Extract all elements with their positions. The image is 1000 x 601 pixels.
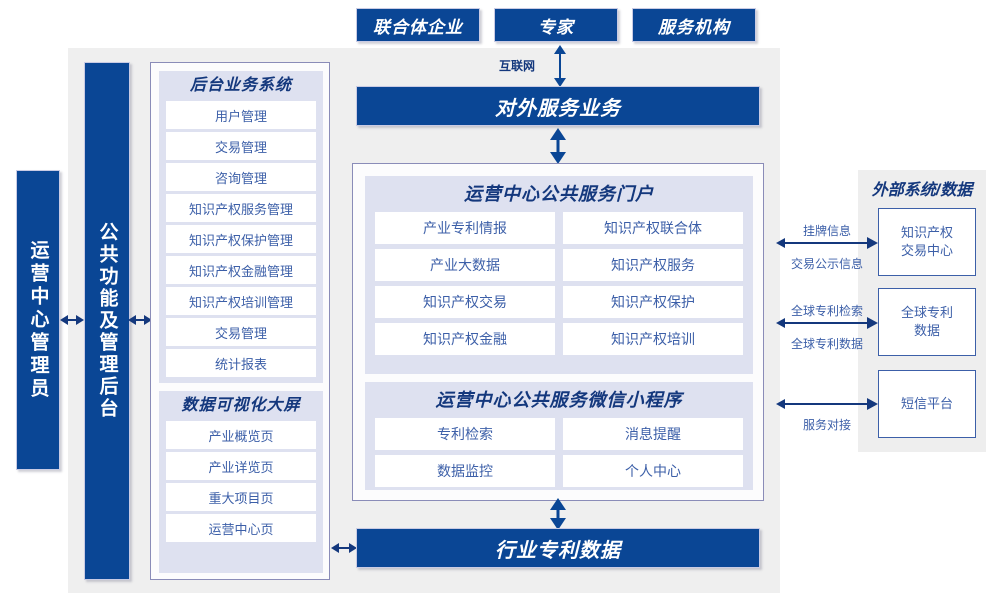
operator-admin-label: 运营中心管理员 [27,239,49,401]
internet-label: 互联网 [498,59,535,73]
list-item[interactable]: 知识产权培训管理 [166,287,316,315]
backoffice-item-list: 用户管理 交易管理 咨询管理 知识产权服务管理 知识产权保护管理 知识产权金融管… [159,101,323,384]
bigscreen-item-list: 产业概览页 产业详览页 重大项目页 运营中心页 [159,421,323,549]
common-function-admin-bar[interactable]: 公共功能及管理后台 [84,62,130,580]
grid-item[interactable]: 知识产权保护 [563,286,743,318]
common-function-label: 公共功能及管理后台 [96,222,118,420]
list-item[interactable]: 知识产权金融管理 [166,256,316,284]
portal-item-grid: 产业专利情报 知识产权联合体 产业大数据 知识产权服务 知识产权交易 知识产权保… [365,212,753,365]
group-title: 运营中心公共服务门户 [464,184,654,204]
group-title: 后台业务系统 [189,77,292,94]
grid-item[interactable]: 产业大数据 [375,249,555,281]
list-item[interactable]: 统计报表 [166,349,316,377]
miniapp-item-grid: 专利检索 消息提醒 数据监控 个人中心 [365,418,753,497]
external-link-arrow-2 [776,317,878,329]
external-card-ip-exchange-center[interactable]: 知识产权 交易中心 [878,208,976,276]
common-to-backoffice-arrow [128,315,152,325]
actor-box-expert[interactable]: 专家 [494,8,618,42]
list-item[interactable]: 运营中心页 [166,514,316,542]
external-service-label: 对外服务业务 [495,97,621,120]
grid-item[interactable]: 知识产权服务 [563,249,743,281]
external-card-label: 知识产权 交易中心 [900,225,953,258]
portal-to-industry-data-arrow [550,498,566,530]
list-item[interactable]: 重大项目页 [166,483,316,511]
external-link-label-above: 挂牌信息 [802,224,851,238]
list-item[interactable]: 交易管理 [166,318,316,346]
external-card-sms-platform[interactable]: 短信平台 [878,370,976,438]
external-link-label-below: 交易公示信息 [790,257,863,271]
operator-admin-bar[interactable]: 运营中心管理员 [16,170,60,470]
industry-patent-data-bar[interactable]: 行业专利数据 [356,528,760,568]
industry-data-label: 行业专利数据 [495,539,621,562]
external-systems-title: 外部系统/数据 [871,182,973,199]
actor-label: 联合体企业 [373,17,463,37]
group-title: 运营中心公共服务微信小程序 [435,390,683,410]
list-item[interactable]: 知识产权保护管理 [166,225,316,253]
grid-item[interactable]: 数据监控 [375,455,555,487]
group-data-visualization-screen: 数据可视化大屏 产业概览页 产业详览页 重大项目页 运营中心页 [159,391,323,573]
group-title: 数据可视化大屏 [181,397,301,414]
external-link-label-above: 全球专利检索 [790,304,863,318]
actor-label: 专家 [538,17,574,37]
group-public-service-portal: 运营中心公共服务门户 产业专利情报 知识产权联合体 产业大数据 知识产权服务 知… [365,176,753,374]
list-item[interactable]: 知识产权服务管理 [166,194,316,222]
services-panel: 运营中心公共服务门户 产业专利情报 知识产权联合体 产业大数据 知识产权服务 知… [352,163,764,501]
external-link-label-below: 全球专利数据 [790,337,863,351]
list-item[interactable]: 产业概览页 [166,421,316,449]
external-card-global-patent-data[interactable]: 全球专利 数据 [878,288,976,356]
actor-label: 服务机构 [658,17,730,37]
backoffice-panel: 后台业务系统 用户管理 交易管理 咨询管理 知识产权服务管理 知识产权保护管理 … [150,62,330,580]
grid-item[interactable]: 知识产权金融 [375,323,555,355]
group-backoffice-business-system: 后台业务系统 用户管理 交易管理 咨询管理 知识产权服务管理 知识产权保护管理 … [159,71,323,383]
external-link-arrow-3 [776,398,878,410]
list-item[interactable]: 产业详览页 [166,452,316,480]
list-item[interactable]: 咨询管理 [166,163,316,191]
group-wechat-miniprogram: 运营中心公共服务微信小程序 专利检索 消息提醒 数据监控 个人中心 [365,382,753,490]
grid-item[interactable]: 知识产权交易 [375,286,555,318]
grid-item[interactable]: 知识产权联合体 [563,212,743,244]
external-service-business-bar[interactable]: 对外服务业务 [356,86,760,126]
grid-item[interactable]: 消息提醒 [563,418,743,450]
external-card-label: 全球专利 数据 [900,305,953,338]
list-item[interactable]: 交易管理 [166,132,316,160]
external-card-label: 短信平台 [900,396,953,411]
actor-box-alliance-enterprise[interactable]: 联合体企业 [356,8,480,42]
external-link-arrow-1 [776,237,878,249]
grid-item[interactable]: 个人中心 [563,455,743,487]
backoffice-to-industry-data-arrow [331,543,357,553]
operator-to-common-arrow [60,315,84,325]
external-link-label-below: 服务对接 [802,418,851,432]
grid-item[interactable]: 专利检索 [375,418,555,450]
actor-box-service-agency[interactable]: 服务机构 [632,8,756,42]
service-to-portal-arrow [550,128,566,164]
list-item[interactable]: 用户管理 [166,101,316,129]
grid-item[interactable]: 知识产权培训 [563,323,743,355]
internet-connector-arrow [554,45,566,87]
grid-item[interactable]: 产业专利情报 [375,212,555,244]
